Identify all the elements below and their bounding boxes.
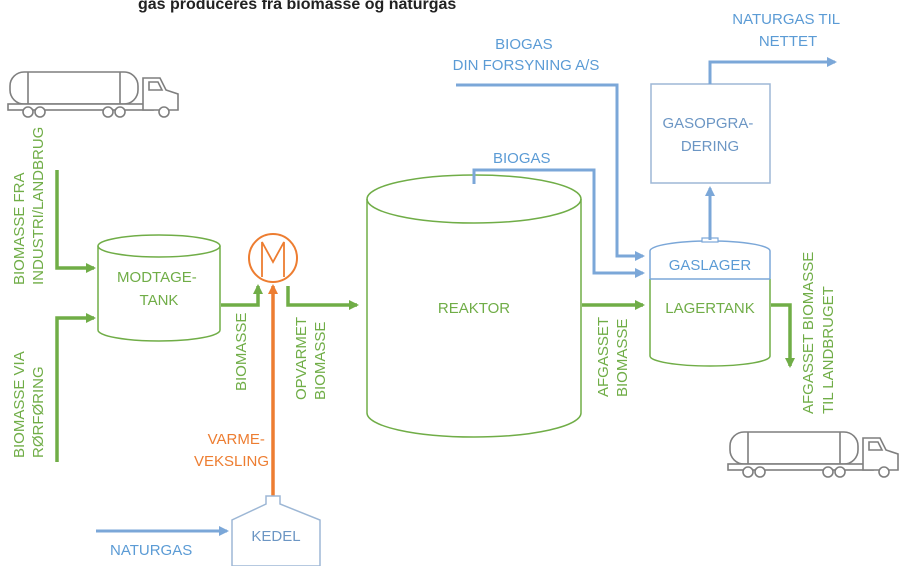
reaktor-label: REAKTOR [438, 300, 510, 317]
flow-label-biogas-reaktor: BIOGAS [493, 150, 551, 167]
flow-label-afgasset-out: AFGASSET BIOMASSE TIL LANDBRUGET [800, 248, 837, 414]
kedel-label: KEDEL [251, 528, 300, 545]
tanker-truck-icon [7, 71, 179, 118]
flow-roerfoering-to-modtagetank [55, 313, 96, 462]
gaslager-label: GASLAGER [669, 257, 752, 274]
flow-label-naturgas-in: NATURGAS [110, 542, 192, 559]
flow-biogas-reaktor-to-gaslager [472, 168, 645, 278]
flow-biomasse-to-heatexchanger [221, 284, 263, 307]
modtagetank-label: MODTAGE- TANK [117, 269, 201, 309]
flow-label-biogas-external: BIOGAS DIN FORSYNING A/S [453, 36, 600, 74]
flow-opvarmet-to-reaktor [286, 286, 359, 310]
flow-label-varmeveksling: VARME- VEKSLING [194, 431, 269, 470]
flow-label-afgasset: AFGASSET BIOMASSE [595, 313, 631, 397]
lagertank-label: LAGERTANK [665, 300, 754, 317]
flow-label-biomasse: BIOMASSE [233, 313, 250, 391]
source-label-roerfoering: BIOMASSE VIA RØRFØRING [11, 348, 47, 458]
modtagetank-node [97, 234, 221, 342]
flow-label-opvarmet: OPVARMET BIOMASSE [293, 313, 329, 400]
flow-afgasset-out [771, 303, 795, 368]
flow-biogas-external-to-gaslager [456, 83, 645, 261]
tanker-truck-icon [727, 431, 899, 478]
flow-industri-to-modtagetank [55, 170, 96, 273]
gasopgradering-label: GASOPGRA- DERING [662, 115, 757, 155]
header-fragment: gas produceres fra biomasse og naturgas [138, 0, 456, 13]
source-label-industri: BIOMASSE FRA INDUSTRI/LANDBRUG [11, 127, 47, 285]
heat-exchanger-icon [248, 233, 298, 283]
flow-label-naturgas-out: NATURGAS TIL NETTET [732, 11, 843, 50]
kedel-node [231, 495, 321, 566]
flow-naturgas-to-nettet [708, 57, 837, 84]
gasopgradering-node [650, 83, 771, 184]
